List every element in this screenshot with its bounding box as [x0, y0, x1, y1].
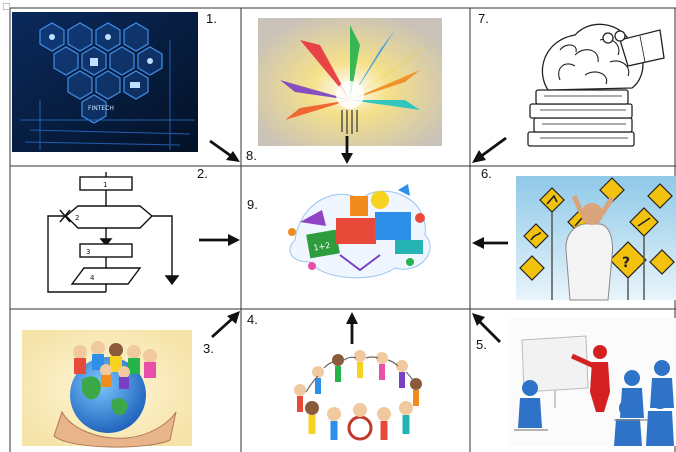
- flowchart-box-2-label: 2: [75, 214, 79, 222]
- flowchart-box-4: [70, 267, 142, 285]
- arrow-4-to-center: [346, 312, 358, 344]
- label-5: 5.: [476, 337, 487, 352]
- creative-burst-image: [258, 18, 442, 146]
- corner-mark: □: [2, 2, 11, 12]
- brain-on-books-image: [527, 23, 665, 147]
- arrow-8-to-center: [341, 136, 353, 164]
- label-6: 6.: [481, 166, 492, 181]
- question-signs-image: ?: [516, 176, 676, 301]
- flowchart-box-1-label: 1: [103, 181, 107, 189]
- grid-lines: [9, 7, 676, 452]
- flowchart-box-3-label: 3: [86, 248, 90, 256]
- education-collage-image: 1+2: [288, 184, 431, 279]
- arrow-7-to-center: [472, 136, 507, 163]
- arrow-2-to-center: [199, 234, 240, 246]
- label-4: 4.: [247, 312, 258, 327]
- arrow-6-to-center: [472, 237, 508, 249]
- arrow-1-to-center: [209, 139, 240, 162]
- children-circle-image: [294, 350, 422, 441]
- arrow-5-to-center: [472, 313, 501, 343]
- arrows: [199, 136, 508, 344]
- label-3: 3.: [203, 341, 214, 356]
- label-8: 8.: [246, 148, 257, 163]
- label-7: 7.: [478, 11, 489, 26]
- flowchart-box-4-label: 4: [90, 274, 95, 282]
- label-9: 9.: [247, 197, 258, 212]
- label-1: 1.: [206, 11, 217, 26]
- svg-text:?: ?: [622, 255, 630, 271]
- label-2: 2.: [197, 166, 208, 181]
- children-globe-image: [22, 330, 192, 448]
- arrow-3-to-center: [211, 311, 240, 339]
- fintech-image: FINTECH: [12, 12, 198, 152]
- flowchart-image: [47, 172, 180, 293]
- math-tag: 1+2: [313, 241, 331, 253]
- svg-text:FINTECH: FINTECH: [88, 105, 114, 112]
- teacher-presentation-image: [508, 318, 676, 446]
